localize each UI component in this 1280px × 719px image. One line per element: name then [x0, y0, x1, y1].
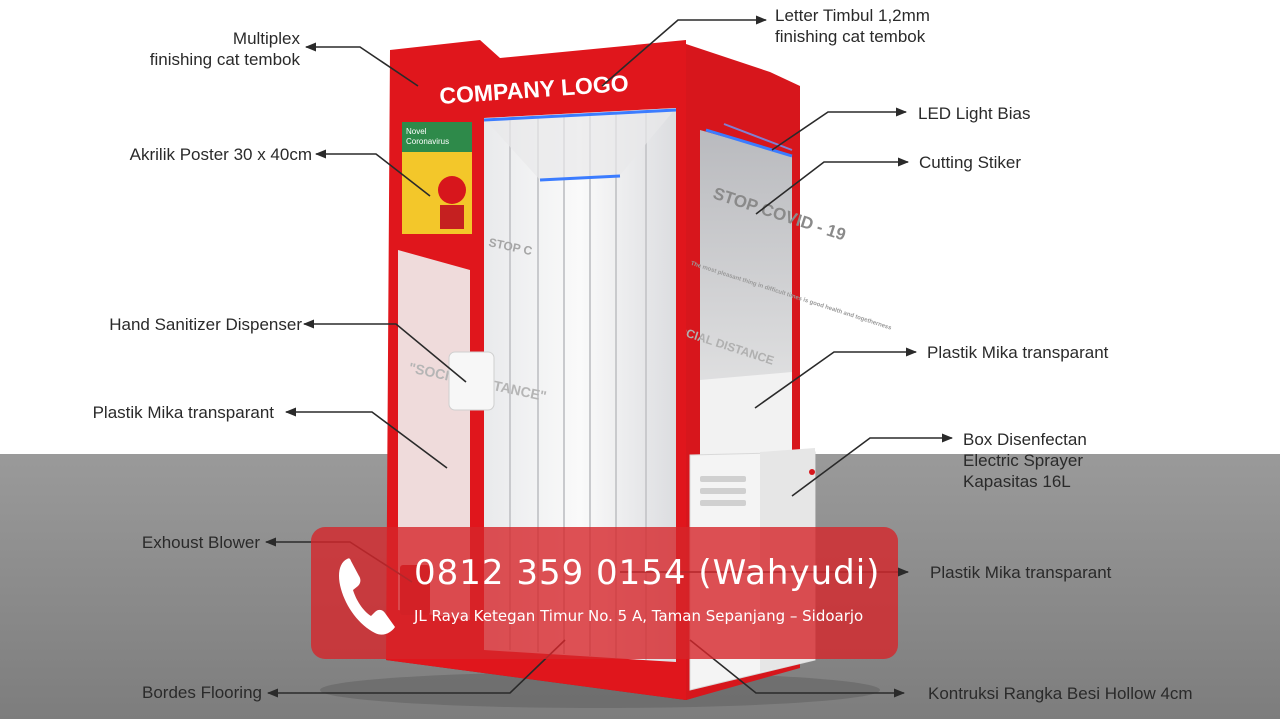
label-hand-sanitizer-line1: Hand Sanitizer Dispenser: [109, 315, 302, 334]
leader-box: [791, 433, 954, 497]
label-mika-bottom-line1: Plastik Mika transparant: [930, 563, 1112, 582]
label-plastik-mika-bottom: Plastik Mika transparant: [930, 562, 1111, 583]
label-multiplex-line1: Multiplex: [232, 29, 300, 48]
leader-akrilik: [314, 149, 431, 197]
address: JL Raya Ketegan Timur No. 5 A, Taman Sep…: [414, 607, 864, 625]
label-letter-timbul-line2: finishing cat tembok: [775, 27, 926, 46]
front-opening: [484, 108, 676, 662]
label-box-line1: Box Disenfectan: [963, 430, 1087, 449]
label-kontruksi-rangka: Kontruksi Rangka Besi Hollow 4cm: [928, 683, 1193, 704]
box-vent-1: [700, 476, 746, 482]
label-cutting-line1: Cutting Stiker: [919, 153, 1022, 172]
label-hand-sanitizer: Hand Sanitizer Dispenser: [60, 314, 302, 335]
label-bordes-flooring: Bordes Flooring: [60, 682, 262, 703]
leader-multiplex: [304, 42, 419, 87]
right-side-white-lower: [700, 372, 792, 470]
label-akrilik-poster: Akrilik Poster 30 x 40cm: [60, 144, 312, 165]
label-plastik-mika-left: Plastik Mika transparant: [40, 402, 274, 423]
label-cutting-stiker: Cutting Stiker: [919, 152, 1021, 173]
led-light-front-2: [539, 174, 621, 182]
label-plastik-mika-right: Plastik Mika transparant: [927, 342, 1108, 363]
box-indicator: [809, 469, 815, 475]
label-box-line3: Kapasitas 16L: [963, 472, 1071, 491]
leader-mika-left: [284, 407, 448, 469]
leader-mika-right: [754, 347, 918, 409]
leader-letter-timbul: [601, 15, 768, 87]
label-box-disinfectan: Box Disenfectan Electric Sprayer Kapasit…: [963, 429, 1087, 492]
akrilik-poster: Novel Coronavirus: [402, 122, 472, 234]
led-light-right: [705, 128, 793, 158]
hand-sanitizer: [448, 351, 495, 411]
label-bordes-line1: Bordes Flooring: [141, 683, 262, 702]
label-led-light: LED Light Bias: [918, 103, 1030, 124]
poster-title-2: Coronavirus: [406, 137, 449, 146]
box-vent-2: [700, 488, 746, 494]
leader-led: [771, 107, 908, 151]
led-light-front: [483, 108, 677, 122]
label-multiplex-line2: finishing cat tembok: [149, 50, 300, 69]
leader-cutting: [755, 157, 910, 215]
label-mika-left-line1: Plastik Mika transparant: [92, 403, 274, 422]
leader-hand-sanitizer: [302, 319, 467, 383]
label-multiplex: Multiplex finishing cat tembok: [100, 28, 300, 70]
contact-banner: 0812 359 0154 (Wahyudi) JL Raya Ketegan …: [311, 527, 898, 659]
label-box-line2: Electric Sprayer: [963, 451, 1083, 470]
led-light-right-2: [723, 123, 793, 151]
label-mika-right-line1: Plastik Mika transparant: [927, 343, 1109, 362]
label-kontruksi-line1: Kontruksi Rangka Besi Hollow 4cm: [928, 684, 1193, 703]
label-letter-timbul-line1: Letter Timbul 1,2mm: [775, 6, 930, 25]
label-led-line1: LED Light Bias: [918, 104, 1031, 123]
label-akrilik-line1: Akrilik Poster 30 x 40cm: [129, 145, 312, 164]
poster-title-1: Novel: [406, 127, 427, 136]
box-vent-3: [700, 500, 746, 506]
front-top-v: [484, 108, 676, 180]
label-exhoust-line1: Exhoust Blower: [141, 533, 260, 552]
phone-icon: [339, 558, 395, 635]
phone-number: 0812 359 0154 (Wahyudi): [414, 553, 881, 593]
label-exhoust-blower: Exhoust Blower: [60, 532, 260, 553]
label-letter-timbul: Letter Timbul 1,2mm finishing cat tembok: [775, 5, 930, 47]
